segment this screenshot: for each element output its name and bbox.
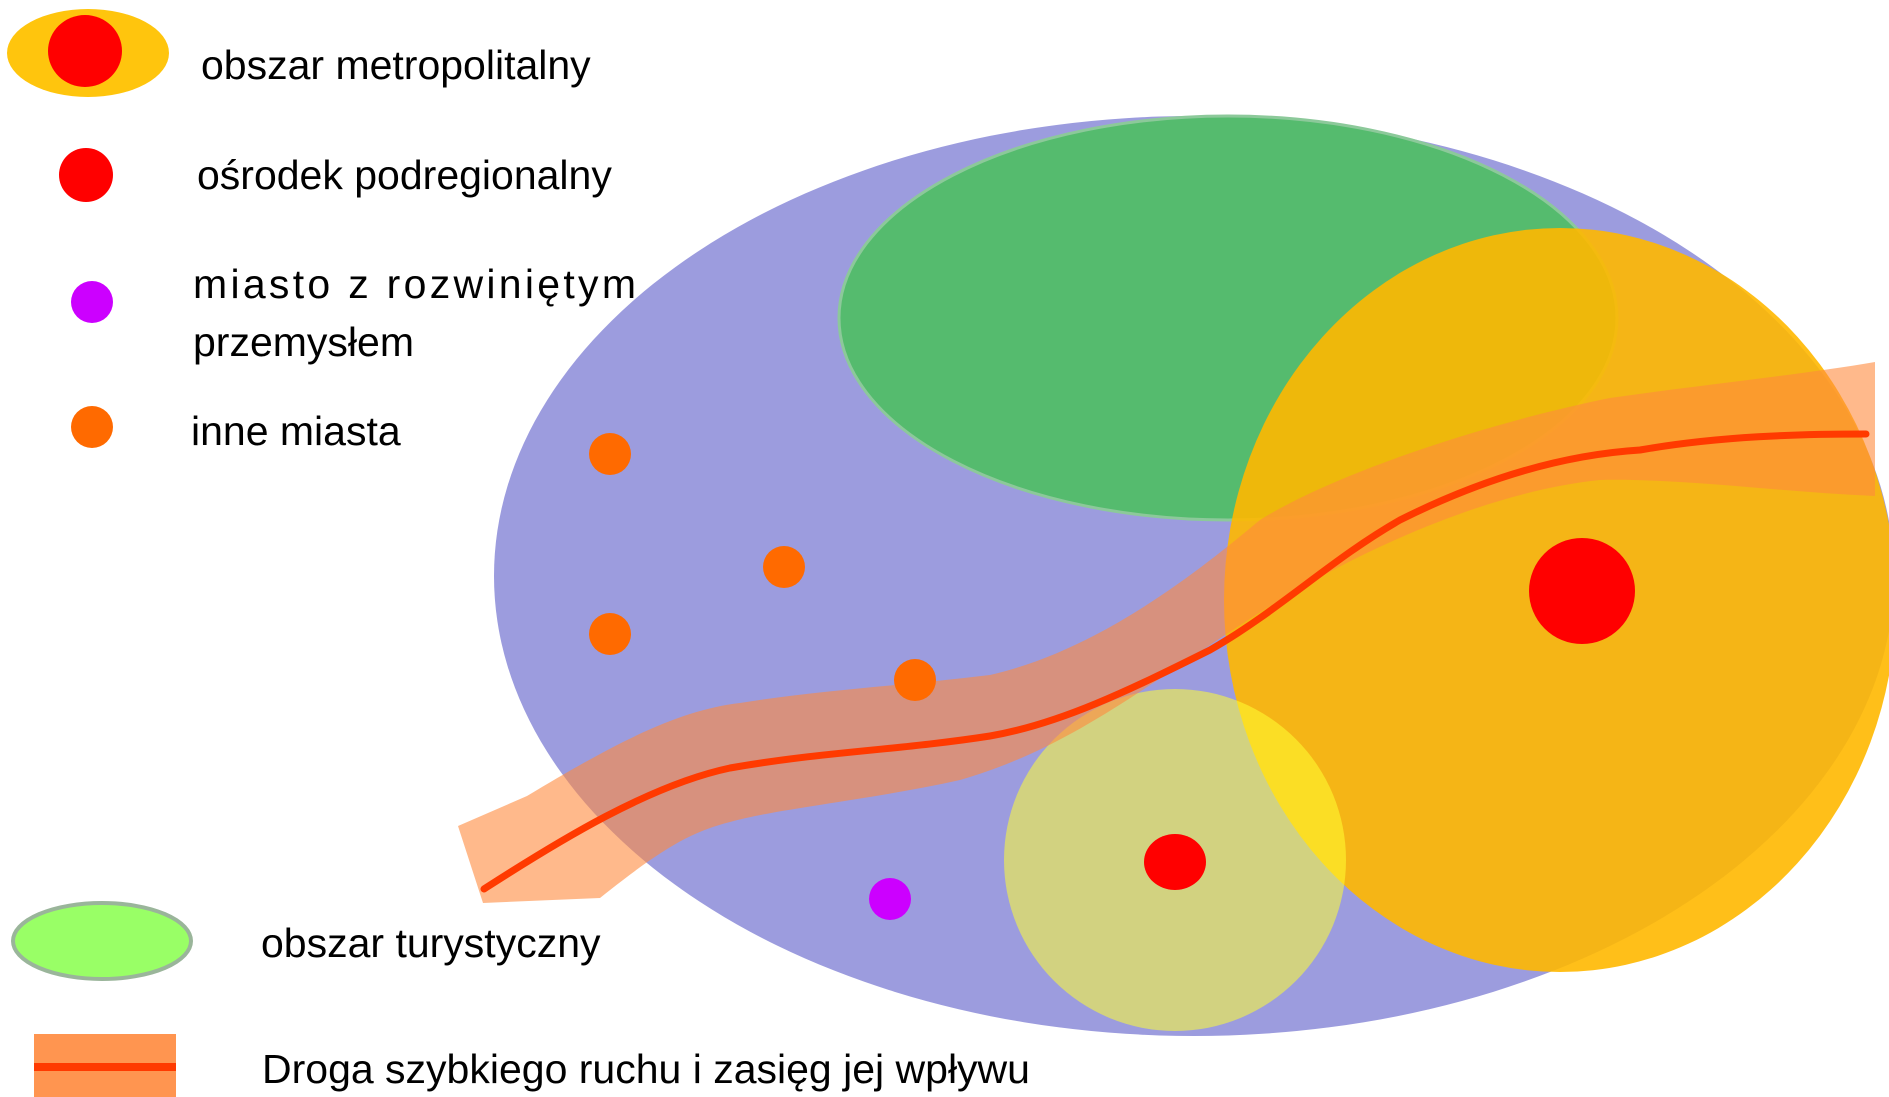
other-town (763, 546, 805, 588)
legend-item-other-towns: inne miasta (71, 406, 401, 454)
legend-item-tourist: obszar turystyczny (11, 901, 601, 981)
map-area (458, 114, 1889, 1036)
legend-label-industrial-line2: przemysłem (193, 319, 414, 365)
subregional-center (1144, 834, 1206, 890)
other-town (589, 433, 631, 475)
legend-label-subregional: ośrodek podregionalny (197, 152, 612, 198)
legend-label-tourist: obszar turystyczny (261, 920, 601, 966)
legend-label-other-towns: inne miasta (191, 408, 401, 454)
legend-label-industrial-line1: miasto z rozwiniętym (193, 261, 636, 307)
other-town (589, 613, 631, 655)
other-town (894, 659, 936, 701)
industrial-town (869, 878, 911, 920)
red-dot-icon (59, 148, 113, 202)
orange-dot-icon (71, 406, 113, 448)
expressway-influence-zone (458, 362, 1875, 903)
purple-dot-icon (71, 281, 113, 323)
legend-label-expressway: Droga szybkiego ruchu i zasięg jej wpływ… (262, 1046, 1030, 1092)
green-ellipse-icon (11, 901, 193, 981)
legend-item-subregional: ośrodek podregionalny (59, 148, 612, 202)
legend-label-metropolitan: obszar metropolitalny (201, 42, 591, 88)
legend-item-industrial: miasto z rozwiniętym przemysłem (71, 261, 636, 365)
red-dot-in-yellow-ellipse-icon (7, 9, 169, 97)
expressway-line (480, 430, 1870, 893)
orange-band-with-red-line-icon (34, 1034, 176, 1097)
metropolitan-center (1529, 538, 1635, 644)
legend-item-expressway: Droga szybkiego ruchu i zasięg jej wpływ… (34, 1034, 1030, 1097)
legend-item-metropolitan: obszar metropolitalny (7, 9, 591, 97)
